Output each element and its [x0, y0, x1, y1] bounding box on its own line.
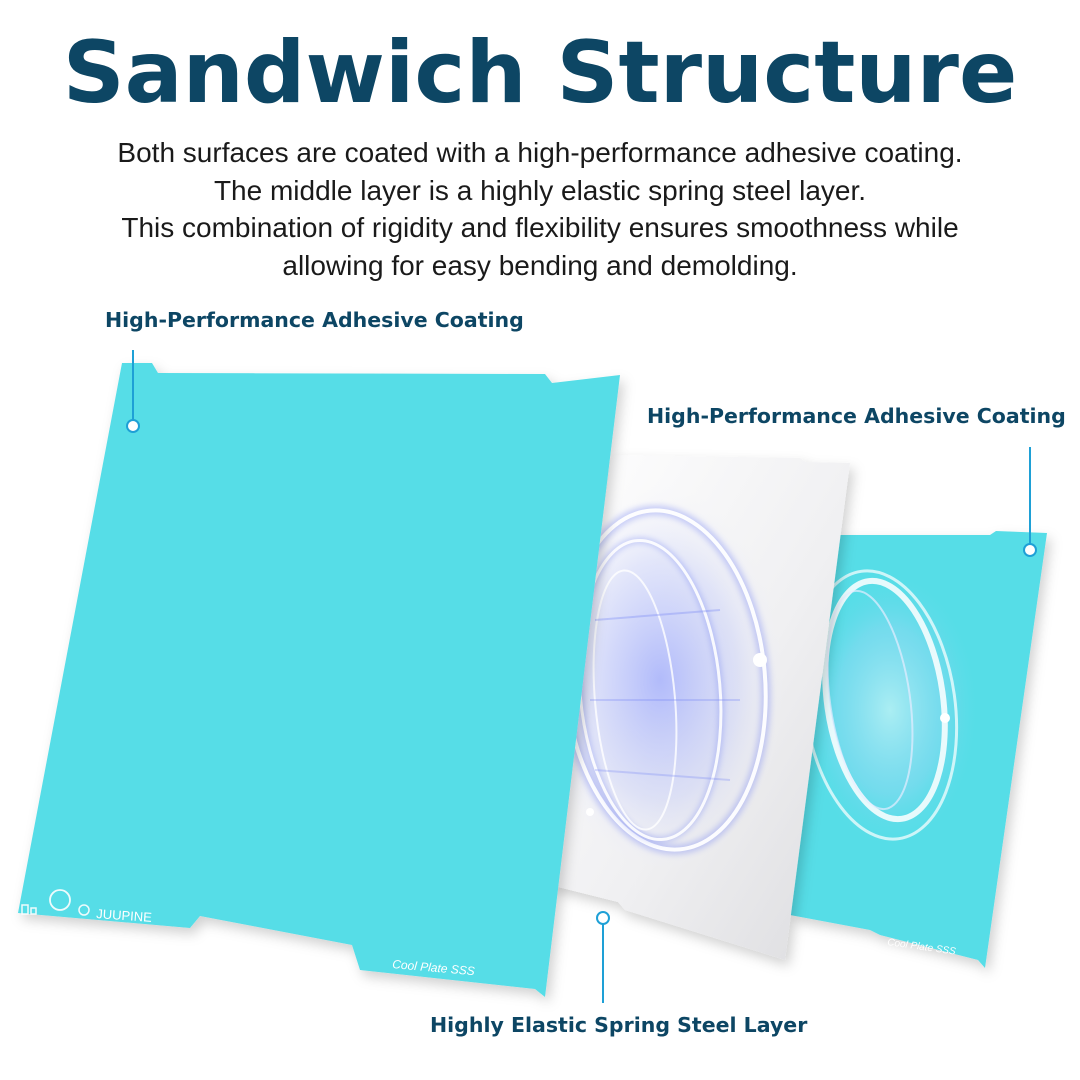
callout-back-coating: [1023, 447, 1037, 557]
back-coating-plate: Cool Plate SSS: [790, 531, 1047, 968]
label-steel-layer: Highly Elastic Spring Steel Layer: [430, 1013, 808, 1037]
front-coating-plate: JUUPINE Cool Plate SSS: [18, 363, 620, 997]
description: Both surfaces are coated with a high-per…: [40, 134, 1040, 284]
callout-front-coating: [126, 350, 140, 433]
description-line-1: Both surfaces are coated with a high-per…: [117, 137, 963, 168]
label-front-coating: High-Performance Adhesive Coating: [105, 308, 524, 332]
description-line-2: The middle layer is a highly elastic spr…: [213, 174, 867, 206]
front-plate-brand: JUUPINE: [96, 906, 153, 925]
description-line-4: allowing for easy bending and demolding.: [282, 249, 798, 281]
page-title: Sandwich Structure: [62, 23, 1018, 123]
callout-steel-layer: [596, 911, 610, 1003]
label-back-coating: High-Performance Adhesive Coating: [647, 404, 1066, 428]
front-plate-logo-icon: [21, 889, 90, 916]
description-line-3: This combination of rigidity and flexibi…: [121, 212, 959, 243]
